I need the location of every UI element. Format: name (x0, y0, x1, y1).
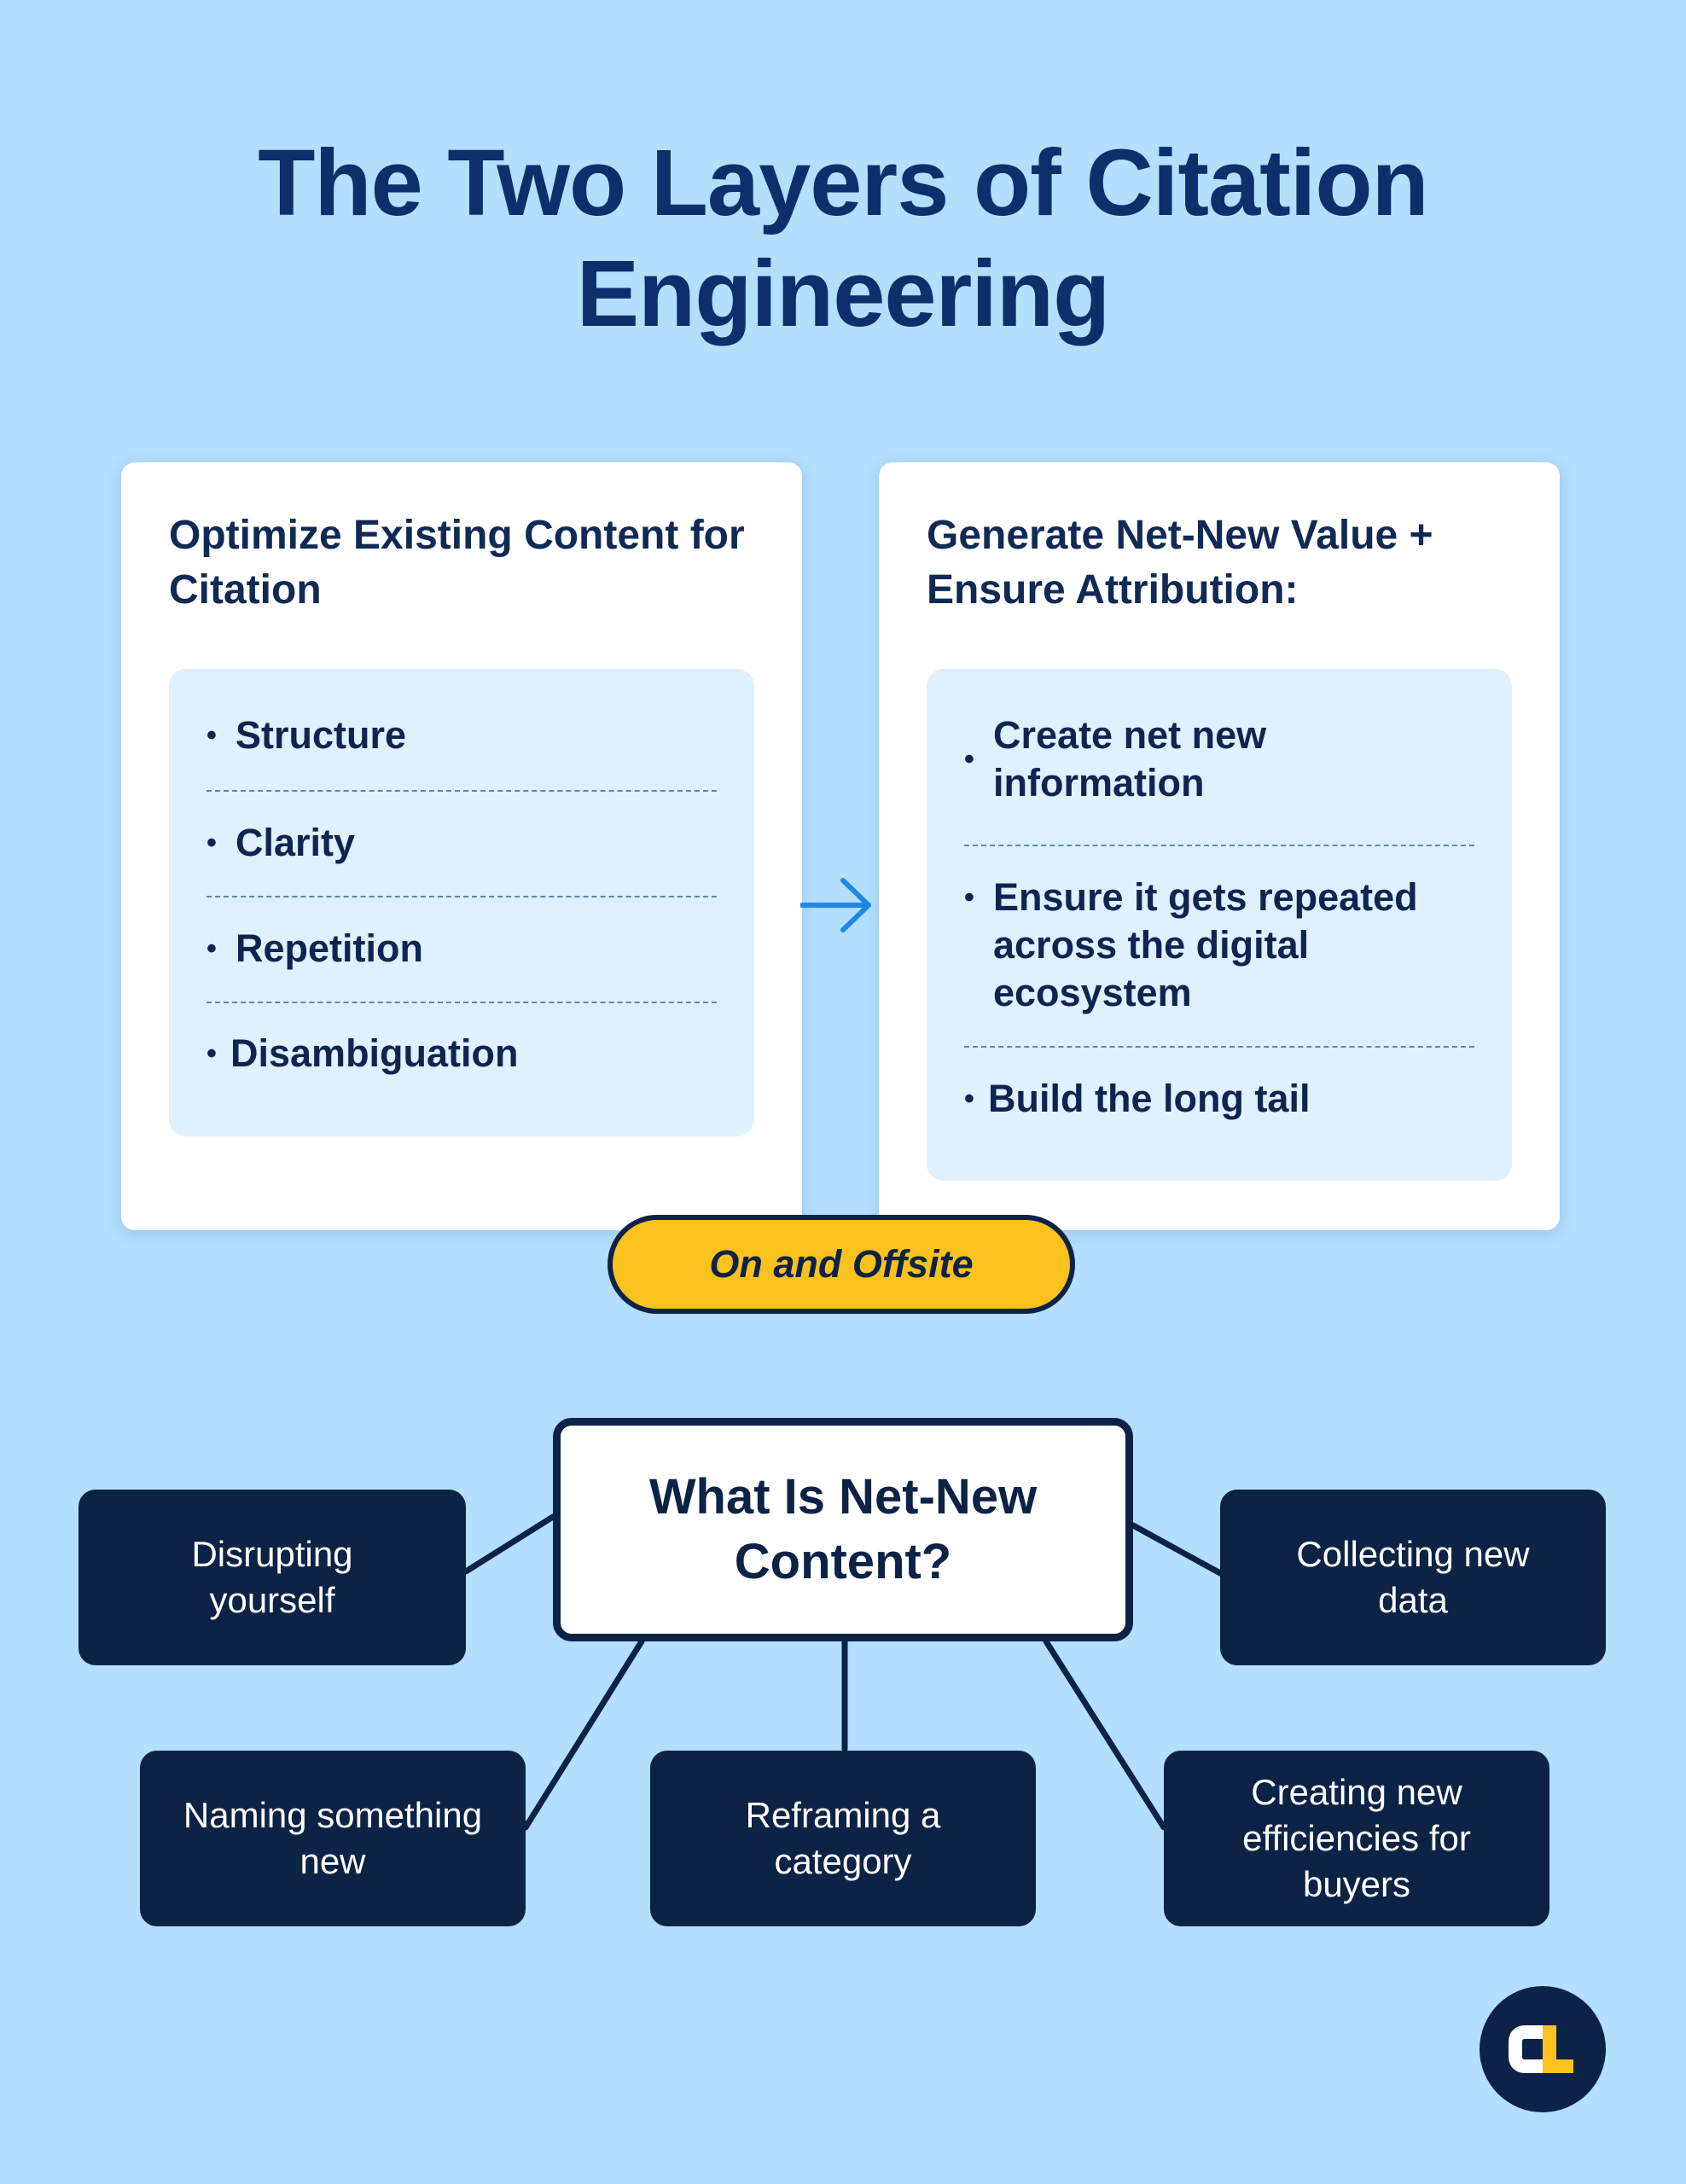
connector-line (522, 1638, 645, 1831)
connector-line (1043, 1638, 1167, 1831)
list-item: • Clarity (206, 821, 356, 864)
list-item: • Disambiguation (206, 1031, 519, 1075)
divider (964, 845, 1474, 846)
node-collecting-new-data: Collecting new data (1220, 1490, 1606, 1665)
cl-logo-icon (1480, 1986, 1606, 2112)
card-list: • Create net new information • Ensure it… (927, 669, 1512, 1181)
divider (964, 1046, 1474, 1048)
divider (206, 790, 717, 792)
list-item: • Structure (206, 713, 407, 757)
divider (206, 1002, 717, 1003)
card-heading: Optimize Existing Content for Citation (169, 513, 745, 613)
title-line-2: Engineering (576, 241, 1111, 346)
list-item: • Repetition (206, 926, 423, 970)
divider (206, 896, 717, 897)
node-naming-something-new: Naming something new (140, 1751, 526, 1926)
list-item: • Build the long tail (964, 1077, 1311, 1120)
node-reframing-a-category: Reframing a category (650, 1751, 1036, 1926)
cl-logo-mark (1509, 2025, 1573, 2073)
node-creating-new-efficiencies: Creating new efficiencies for buyers (1164, 1751, 1549, 1926)
optimize-existing-card: Optimize Existing Content for Citation •… (121, 462, 802, 1230)
connector-line (1130, 1522, 1224, 1577)
connector-line (462, 1513, 556, 1575)
title-line-1: The Two Layers of Citation (258, 131, 1429, 235)
list-item: • Ensure it gets repeated across the dig… (964, 875, 1418, 1014)
node-disrupting-yourself: Disrupting yourself (78, 1490, 466, 1665)
card-heading: Generate Net-New Value + Ensure Attribut… (927, 513, 1433, 613)
net-new-content-center-node: What Is Net-New Content? (553, 1418, 1133, 1641)
page-title: The Two Layers of Citation Engineering (0, 128, 1686, 350)
card-list: • Structure • Clarity • Repetition • Dis… (169, 669, 754, 1136)
on-and-offsite-pill: On and Offsite (608, 1215, 1075, 1314)
generate-net-new-card: Generate Net-New Value + Ensure Attribut… (879, 462, 1560, 1230)
arrow-right-icon (800, 878, 871, 932)
list-item: • Create net new information (964, 713, 1267, 804)
